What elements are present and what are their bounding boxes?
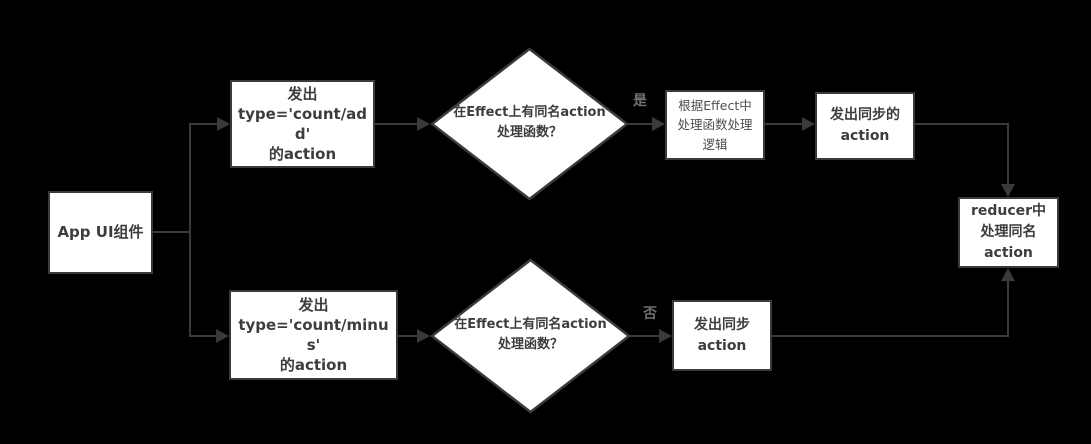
edge-sync-top-horizontal [915, 123, 1009, 125]
node-dispatch-add-line1: 发出 [287, 84, 318, 103]
node-dispatch-sync-top-line1: 发出同步的 [830, 107, 900, 123]
arrowhead-into-effect-handler [652, 117, 665, 131]
edge-label-no: 否 [643, 306, 657, 322]
edge-sync-bottom-vertical [1007, 280, 1009, 337]
node-reducer-line2: 处理同名 [980, 224, 1037, 240]
edge-sync-top-vertical [1007, 123, 1009, 185]
diamond-shape-bottom-icon [430, 258, 631, 414]
node-decision-top: 在Effect上有同名action 处理函数？ [430, 47, 629, 201]
node-reducer-line3: action [984, 245, 1033, 261]
node-dispatch-sync-bottom: 发出同步 action [672, 300, 772, 371]
edge-app-out [153, 231, 191, 233]
arrowhead-into-reducer-bottom [1001, 268, 1015, 281]
node-dispatch-add-line2: type='count/add' [237, 104, 368, 143]
arrowhead-into-decision-bottom [417, 329, 430, 343]
node-dispatch-sync-top: 发出同步的 action [815, 92, 915, 160]
node-dispatch-minus-action: 发出 type='count/minus' 的action [229, 290, 398, 380]
arrowhead-into-dispatch-sync-bottom [659, 329, 672, 343]
node-effect-handler: 根据Effect中 处理函数处理 逻辑 [665, 90, 765, 160]
edge-label-yes: 是 [633, 93, 647, 109]
edge-add-to-decision [375, 123, 419, 125]
arrowhead-into-decision-top [417, 117, 430, 131]
edge-effect-to-sync-top [765, 123, 803, 125]
edge-minus-to-decision [398, 335, 419, 337]
node-dispatch-minus-line3: 的action [279, 356, 348, 375]
node-dispatch-sync-bottom-line2: action [697, 337, 747, 354]
edge-app-branch-vertical [189, 123, 191, 337]
decision-top-line1: 在Effect上有同名action [453, 105, 606, 121]
node-dispatch-minus-line2: type='count/minus' [238, 315, 389, 354]
node-effect-handler-line2: 处理函数处理 [677, 117, 753, 133]
edge-branch-to-minus [189, 335, 217, 337]
edge-decision-top-yes [627, 123, 653, 125]
node-dispatch-add-action: 发出 type='count/add' 的action [230, 80, 375, 168]
node-decision-bottom: 在Effect上有同名action 处理函数？ [430, 258, 631, 414]
edge-decision-bottom-no [629, 335, 660, 337]
node-effect-handler-line1: 根据Effect中 [678, 97, 752, 113]
edge-branch-to-add [189, 123, 218, 125]
edge-sync-bottom-horizontal [772, 335, 1009, 337]
node-dispatch-sync-top-line2: action [840, 128, 890, 144]
node-effect-handler-line3: 逻辑 [702, 136, 728, 152]
node-dispatch-sync-bottom-line1: 发出同步 [694, 316, 750, 333]
node-dispatch-add-line3: 的action [268, 145, 337, 164]
decision-top-line2: 处理函数？ [496, 125, 562, 141]
arrowhead-into-reducer-top [1001, 184, 1015, 197]
arrowhead-into-dispatch-minus [216, 329, 229, 343]
decision-bottom-line2: 处理函数？ [497, 337, 563, 353]
node-dispatch-minus-line1: 发出 [298, 295, 329, 314]
node-reducer-line1: reducer中 [970, 203, 1047, 219]
arrowhead-into-dispatch-sync-top [802, 117, 815, 131]
arrowhead-into-dispatch-add [217, 117, 230, 131]
node-app-ui-label: App UI组件 [57, 223, 144, 242]
node-app-ui: App UI组件 [48, 191, 153, 274]
decision-bottom-line1: 在Effect上有同名action [454, 317, 607, 333]
diamond-shape-top-icon [430, 47, 629, 201]
node-reducer: reducer中 处理同名 action [958, 197, 1059, 268]
